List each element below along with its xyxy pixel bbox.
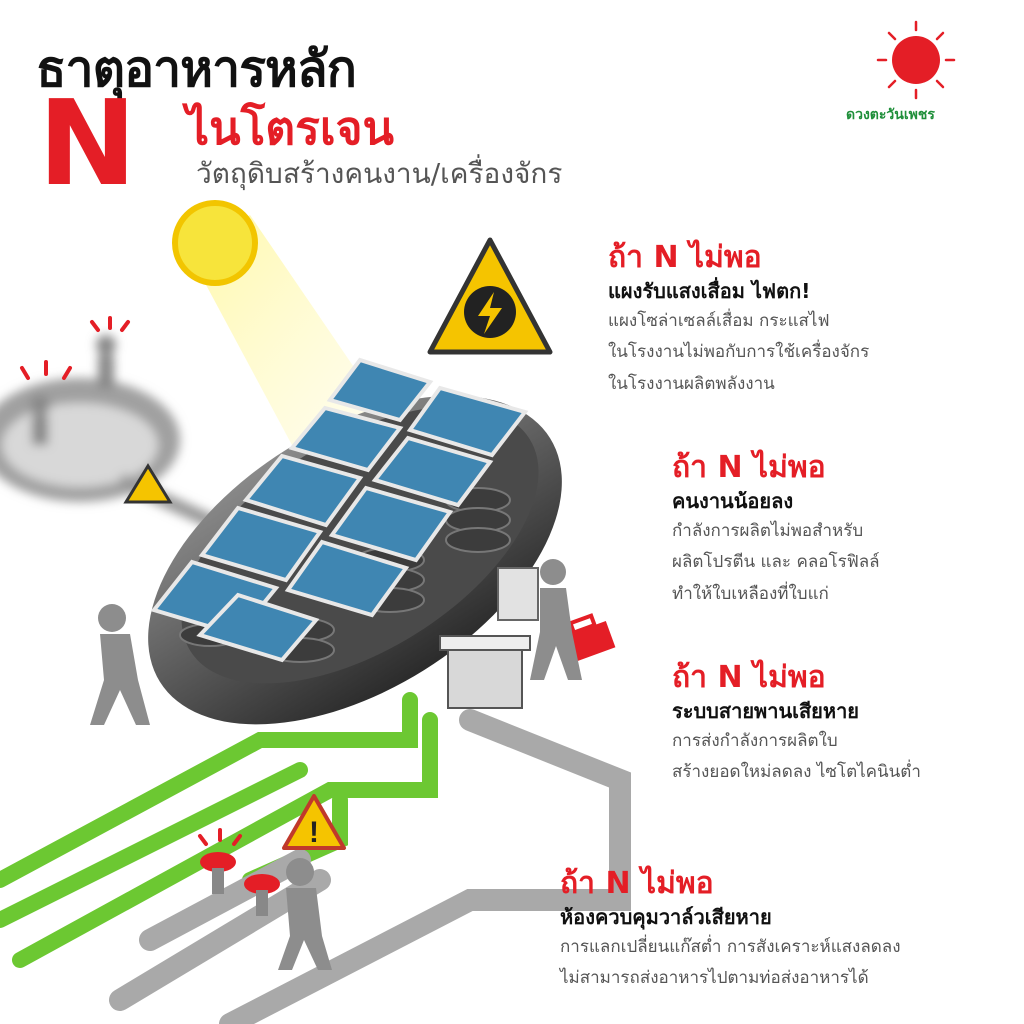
alarm-marks-valve	[198, 828, 242, 846]
section-line: สร้างยอดใหม่ลดลง ไซโตไคนินต่ำ	[672, 762, 921, 783]
section-line: ไม่สามารถส่งอาหารไปตามท่อส่งอาหารได้	[560, 968, 869, 989]
section-line: ทำให้ใบเหลืองที่ใบแก่	[672, 583, 829, 604]
section-valve-room: ถ้า N ไม่พอ ห้องควบคุมวาล์วเสียหาย การแล…	[560, 866, 901, 995]
section-line: การส่งกำลังการผลิตใบ	[672, 731, 838, 751]
element-name: ไนโตรเจน	[186, 101, 394, 155]
background-chloroplast	[0, 335, 233, 537]
section-line: แผงโซล่าเซลล์เสื่อม กระแสไฟ	[608, 311, 830, 331]
section-line: ในโรงงานไม่พอกับการใช้เครื่องจักร	[608, 342, 870, 363]
svg-text:!: !	[309, 816, 319, 849]
section-heading: ถ้า N ไม่พอ	[672, 450, 826, 485]
section-subheading: แผงรับแสงเสื่อม ไฟตก!	[608, 279, 811, 303]
section-heading: ถ้า N ไม่พอ	[672, 660, 826, 695]
page-title: ธาตุอาหารหลัก	[36, 40, 357, 98]
element-symbol: N	[38, 74, 137, 212]
warning-triangle-small-icon: !	[282, 794, 346, 850]
section-line: ผลิตโปรตีน และ คลอโรฟิลล์	[672, 552, 880, 573]
valve-wheel-icon	[200, 852, 280, 916]
section-heading: ถ้า N ไม่พอ	[608, 240, 762, 275]
section-heading: ถ้า N ไม่พอ	[560, 866, 714, 901]
section-line: ในโรงงานผลิตพลังงาน	[608, 373, 775, 394]
section-solar-panel: ถ้า N ไม่พอ แผงรับแสงเสื่อม ไฟตก! แผงโซล…	[608, 240, 869, 400]
small-warning-triangle-icon	[123, 463, 173, 504]
alarm-marks-left	[20, 316, 130, 380]
sun-logo-icon	[876, 20, 956, 100]
solar-panels	[150, 357, 529, 663]
section-subheading: ระบบสายพานเสียหาย	[672, 699, 860, 723]
section-line: การแลกเปลี่ยนแก๊สต่ำ การสังเคราะห์แสงลดล…	[560, 937, 901, 957]
section-workers: ถ้า N ไม่พอ คนงานน้อยลง กำลังการผลิตไม่พ…	[672, 450, 880, 610]
green-pipes	[0, 692, 438, 968]
gray-pipes	[109, 709, 631, 1024]
section-line: กำลังการผลิตไม่พอสำหรับ	[672, 521, 864, 541]
lightning-icon	[478, 292, 502, 334]
sun-icon	[172, 200, 258, 286]
tagline: วัตถุดิบสร้างคนงาน/เครื่องจักร	[196, 157, 563, 190]
worker-figure-icon	[90, 559, 582, 970]
section-subheading: คนงานน้อยลง	[672, 489, 794, 513]
section-conveyor: ถ้า N ไม่พอ ระบบสายพานเสียหาย การส่งกำลั…	[672, 660, 921, 789]
warning-triangle-icon	[427, 237, 553, 355]
brand-name: ดวงตะวันเพชร	[846, 107, 935, 123]
section-subheading: ห้องควบคุมวาล์วเสียหาย	[560, 905, 772, 929]
control-panel-icon	[497, 567, 539, 621]
transformer-box	[439, 635, 531, 709]
